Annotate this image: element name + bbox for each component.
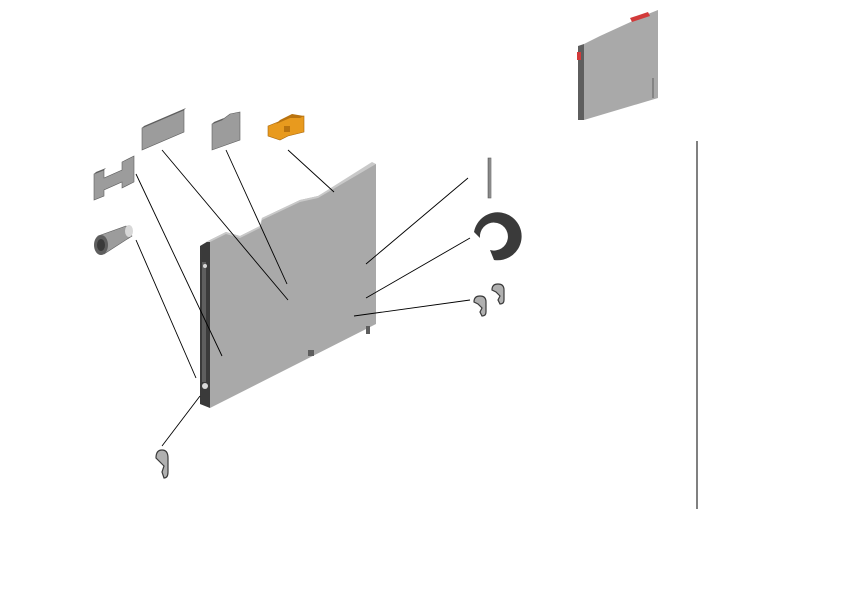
sleeve-part	[94, 225, 133, 255]
panel-foot	[308, 350, 314, 356]
thumbnail-panel-face	[584, 10, 658, 120]
leader-sleeve	[135, 239, 197, 379]
assembly-thumbnail	[577, 10, 658, 120]
hook-clip-pair	[473, 283, 505, 317]
hinge-pin-bottom	[202, 383, 208, 389]
hinge-pin-top	[203, 264, 207, 268]
latch-part	[267, 114, 305, 141]
thumbnail-panel-edge	[578, 44, 584, 120]
hinge-strip	[202, 262, 206, 382]
main-panel-assembly	[200, 162, 376, 408]
hook-clip-right-b	[491, 283, 505, 305]
main-panel-face	[210, 164, 376, 408]
label-plate-small	[211, 111, 241, 151]
leader-label-small	[225, 149, 288, 285]
leader-c-ring	[365, 237, 471, 299]
hook-clip-left	[155, 449, 169, 479]
h-bracket-edge	[94, 168, 106, 174]
leader-latch	[287, 149, 335, 193]
c-ring-body	[474, 212, 522, 261]
panel-foot-right	[366, 326, 370, 334]
h-bracket-part	[93, 155, 135, 201]
latch-top	[276, 114, 304, 124]
thumbnail-top-accent	[630, 12, 650, 22]
label-plate-large-face	[141, 109, 185, 151]
c-ring-part	[474, 212, 522, 261]
sleeve-far-end	[125, 225, 133, 237]
sleeve-end-inner	[97, 239, 105, 251]
hook-clip-single	[155, 449, 169, 479]
leader-bracket	[135, 173, 223, 357]
latch-slot	[284, 126, 290, 132]
h-bracket-body	[93, 155, 135, 201]
leader-rod	[365, 177, 469, 265]
label-plate-small-face	[211, 111, 241, 151]
label-plate-large	[141, 108, 186, 151]
hook-clip-right-a	[473, 295, 487, 317]
leader-lines	[135, 149, 471, 447]
rod-part	[487, 157, 492, 199]
leader-hook-clip-left	[161, 395, 201, 447]
main-panel-top-rim	[206, 162, 376, 242]
leader-hook-clips	[353, 299, 471, 317]
label-plate-large-edge	[142, 108, 186, 128]
leader-label-large	[161, 149, 289, 301]
thumbnail-accent	[577, 52, 581, 60]
rod-body	[487, 157, 492, 199]
label-plate-small-edge	[212, 118, 224, 124]
